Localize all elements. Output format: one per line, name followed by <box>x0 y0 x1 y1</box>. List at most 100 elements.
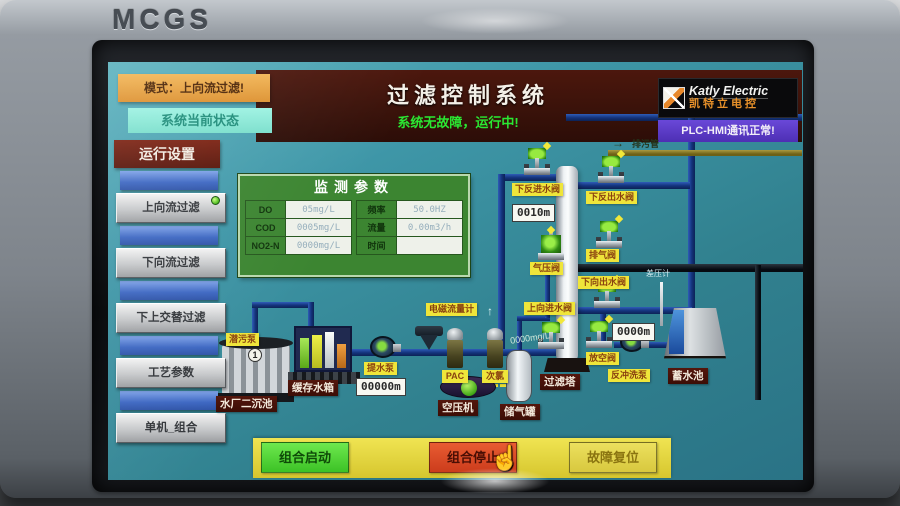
submersible-pump-label: 潜污泵 <box>226 333 260 346</box>
valve-backwash-outlet[interactable] <box>598 155 624 183</box>
dosing-pump-pac <box>444 328 466 370</box>
drain-pipe-label: 排污管 <box>632 139 660 149</box>
katly-logo-icon <box>663 87 685 109</box>
vendor-name-cn: 凯特立电控 <box>689 98 769 111</box>
hmi-screen: 过滤控制系统 系统无故障，运行中! 模式：上向流过滤! 系统当前状态 Katly… <box>108 62 803 480</box>
backwash-pump-label: 反冲洗泵 <box>608 369 651 382</box>
pipe-right-riser <box>688 114 695 312</box>
valve-backwash-outlet-label: 下反出水阀 <box>586 191 638 204</box>
pipe-buffer-in <box>308 302 314 330</box>
filter-tower-base <box>544 358 590 372</box>
monitor-panel-title: 监测参数 <box>314 179 394 195</box>
system-state-label: 系统当前状态 <box>128 108 272 133</box>
dosing-hypo-label: 次氯 <box>482 370 508 383</box>
sidebar-spacer <box>120 336 218 355</box>
frequency-value: 50.0HZ <box>396 200 463 219</box>
buffer-tank <box>288 326 360 384</box>
no2n-value: 0000mg/L <box>285 236 352 255</box>
pipe-backwash-in <box>498 174 560 181</box>
lift-pump <box>370 336 401 358</box>
page-title: 过滤控制系统 <box>386 83 549 108</box>
flow-value: 0.00m3/h <box>396 218 463 237</box>
drain-arrow-icon: → <box>612 136 624 150</box>
storage-pool-label: 蓄水池 <box>668 368 708 384</box>
valve-drain-label: 放空阀 <box>586 352 620 365</box>
pipe-mid-outlet <box>560 307 692 314</box>
sidebar-item-downflow-filter[interactable]: 下向流过滤 <box>116 248 226 278</box>
valve-air-pressure[interactable] <box>538 230 564 260</box>
sidebar-spacer <box>120 281 218 300</box>
sediment-tank-label: 水厂二沉池 <box>216 396 277 412</box>
buffer-bar-white <box>324 331 334 368</box>
buffer-bar-green <box>300 338 310 368</box>
glare-highlight-top <box>420 8 570 34</box>
mode-indicator: 模式：上向流过滤! <box>118 74 270 102</box>
filter-tower-label: 过滤塔 <box>540 374 580 390</box>
pipe-sediment-top <box>252 302 314 308</box>
sidebar-spacer <box>120 171 218 190</box>
air-tank <box>506 350 532 402</box>
dosing-pac-label: PAC <box>442 370 468 383</box>
valve-down-outlet-label: 下向出水阀 <box>578 276 630 289</box>
buffer-bar-yellow <box>312 334 322 368</box>
time-value <box>396 236 463 255</box>
run-settings-header: 运行设置 <box>114 140 220 168</box>
vendor-logo-box: Katly Electric 凯特立电控 <box>658 78 798 118</box>
active-led-icon <box>211 196 220 205</box>
hand-cursor-icon: ☝ <box>490 445 520 472</box>
sidebar-item-alternate-filter[interactable]: 下上交替过滤 <box>116 303 226 333</box>
footer-bar: 组合启动 组合停止 故障复位 <box>253 438 671 478</box>
pipe-air-2 <box>517 316 550 321</box>
cod-value: 0005mg/L <box>285 218 352 237</box>
pipe-outlet-black <box>570 264 803 272</box>
valve-drain[interactable] <box>586 320 612 348</box>
sidebar-item-process-params[interactable]: 工艺参数 <box>116 358 226 388</box>
valve-air-pressure-label: 气压阀 <box>530 262 564 275</box>
system-status-message: 系统无故障，运行中! <box>397 115 519 130</box>
air-tank-label: 储气罐 <box>500 404 540 420</box>
air-compressor-label: 空压机 <box>438 400 478 416</box>
sidebar-item-single-combo[interactable]: 单机_组合 <box>116 413 226 443</box>
sidebar-item-upflow-filter[interactable]: 上向流过滤 <box>116 193 226 223</box>
tower-top-reading: 0010m <box>512 204 556 222</box>
lift-pump-reading: 00000m <box>356 378 406 396</box>
flow-up-arrow-icon: ↑ <box>487 304 493 318</box>
valve-up-inlet-label: 上向进水阀 <box>524 302 576 315</box>
pipe-left-riser <box>498 174 505 353</box>
marker-1: 1 <box>248 348 262 362</box>
dp-gauge-tube <box>660 282 663 326</box>
combo-stop-button[interactable]: 组合停止 <box>429 442 517 473</box>
tower-mid-reading: 0000m <box>612 323 656 341</box>
fault-reset-button[interactable]: 故障复位 <box>569 442 657 473</box>
flow-meter-label: 电磁流量计 <box>426 303 478 316</box>
valve-air-release[interactable] <box>596 220 622 248</box>
sidebar: 运行设置 上向流过滤 下向流过滤 下上交替过滤 工艺参数 单机_组合 <box>112 140 238 446</box>
do-value: 05mg/L <box>285 200 352 219</box>
buffer-tank-label: 缓存水箱 <box>288 380 338 396</box>
dp-gauge-label: 差压计 <box>646 269 670 278</box>
sidebar-spacer <box>120 226 218 245</box>
pipe-air-3 <box>545 262 550 318</box>
mcgs-brand-logo: MCGS <box>112 4 212 35</box>
pipe-air-1 <box>517 318 522 354</box>
valve-up-inlet[interactable] <box>538 321 564 349</box>
dosing-pump-hypo <box>484 328 506 370</box>
pipe-drain <box>608 150 802 156</box>
plc-comm-status: PLC-HMI通讯正常! <box>658 120 798 142</box>
valve-air-release-label: 排气阀 <box>586 249 620 262</box>
combo-start-button[interactable]: 组合启动 <box>261 442 349 473</box>
sidebar-spacer <box>120 391 218 410</box>
valve-backwash-inlet[interactable] <box>524 147 550 175</box>
compressor-ball-icon <box>461 380 477 396</box>
pipe-backwash-out <box>578 182 690 189</box>
pipe-sediment-up <box>252 302 258 347</box>
vendor-name: Katly Electric <box>689 84 769 99</box>
buffer-bar-orange <box>336 344 346 368</box>
flow-meter <box>414 326 444 352</box>
valve-backwash-inlet-label: 下反进水阀 <box>512 183 564 196</box>
